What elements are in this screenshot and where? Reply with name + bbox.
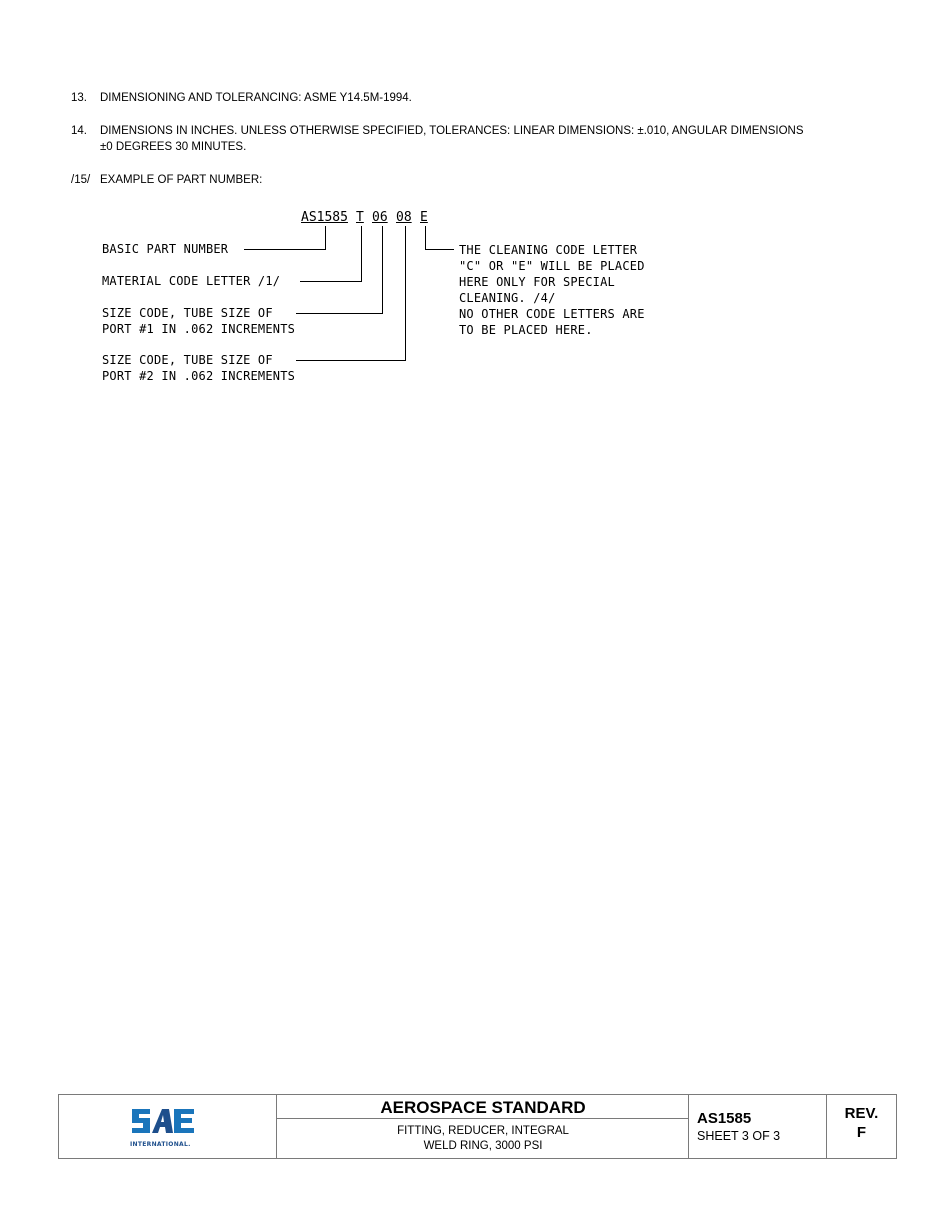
leader-basic-vertical xyxy=(325,226,326,250)
label-cleaning-3: HERE ONLY FOR SPECIAL xyxy=(459,275,615,289)
label-cleaning-2: "C" OR "E" WILL BE PLACED xyxy=(459,259,645,273)
leader-material-horizontal xyxy=(300,281,362,282)
description-line2: WELD RING, 3000 PSI xyxy=(423,1140,543,1152)
doc-number: AS1585 xyxy=(697,1110,752,1127)
label-size2-line2: PORT #2 IN .062 INCREMENTS xyxy=(102,369,296,383)
note-text-continuation: ±0 DEGREES 30 MINUTES. xyxy=(100,141,247,153)
part-number-diagram: AS1585 T 06 08 E BASIC PART NUMBER MATER… xyxy=(0,0,950,420)
note-text: EXAMPLE OF PART NUMBER: xyxy=(100,174,263,186)
rev-label: REV. xyxy=(844,1105,879,1122)
label-size1-line1: SIZE CODE, TUBE SIZE OF xyxy=(102,306,273,320)
note-number: /15/ xyxy=(71,174,91,186)
standard-heading: AEROSPACE STANDARD xyxy=(380,1098,586,1117)
rev-value: F xyxy=(856,1124,867,1141)
sae-logo: INTERNATIONAL. xyxy=(130,1107,196,1148)
note-text: DIMENSIONING AND TOLERANCING: ASME Y14.5… xyxy=(100,92,412,104)
note-text: DIMENSIONS IN INCHES. UNLESS OTHERWISE S… xyxy=(100,125,804,137)
description-line1: FITTING, REDUCER, INTEGRAL xyxy=(397,1125,569,1137)
revision-cell: REV. F xyxy=(827,1095,896,1158)
leader-cleaning-horizontal xyxy=(425,249,454,250)
title-block: INTERNATIONAL. AEROSPACE STANDARD FITTIN… xyxy=(58,1094,897,1159)
label-size1-line2: PORT #1 IN .062 INCREMENTS xyxy=(102,322,296,336)
pn-size2: 08 xyxy=(396,210,412,225)
leader-basic-horizontal xyxy=(244,249,326,250)
label-cleaning-6: TO BE PLACED HERE. xyxy=(459,323,593,337)
label-material-code: MATERIAL CODE LETTER /1/ xyxy=(102,274,281,288)
leader-size2-horizontal xyxy=(296,360,406,361)
sae-logo-mark-icon xyxy=(132,1109,194,1133)
leader-size2-vertical xyxy=(405,226,406,361)
label-basic-part-number: BASIC PART NUMBER xyxy=(102,242,229,256)
label-cleaning-4: CLEANING. /4/ xyxy=(459,291,556,305)
label-cleaning-1: THE CLEANING CODE LETTER xyxy=(459,243,638,257)
leader-size1-vertical xyxy=(382,226,383,314)
leader-cleaning-vertical xyxy=(425,226,426,250)
label-cleaning-5: NO OTHER CODE LETTERS ARE xyxy=(459,307,645,321)
note-number: 14. xyxy=(71,125,87,137)
label-size2-line1: SIZE CODE, TUBE SIZE OF xyxy=(102,353,273,367)
heading-divider xyxy=(277,1118,688,1119)
pn-cleaning: E xyxy=(420,210,428,225)
pn-material: T xyxy=(356,210,364,225)
doc-number-cell: AS1585 SHEET 3 OF 3 xyxy=(689,1095,827,1158)
pn-basic: AS1585 xyxy=(301,210,348,225)
logo-cell: INTERNATIONAL. xyxy=(59,1095,277,1158)
pn-size1: 06 xyxy=(372,210,388,225)
sheet-number: SHEET 3 OF 3 xyxy=(697,1129,781,1143)
logo-subtext: INTERNATIONAL. xyxy=(130,1141,191,1148)
heading-cell: AEROSPACE STANDARD FITTING, REDUCER, INT… xyxy=(277,1095,689,1158)
leader-size1-horizontal xyxy=(296,313,383,314)
leader-material-vertical xyxy=(361,226,362,282)
note-number: 13. xyxy=(71,92,87,104)
